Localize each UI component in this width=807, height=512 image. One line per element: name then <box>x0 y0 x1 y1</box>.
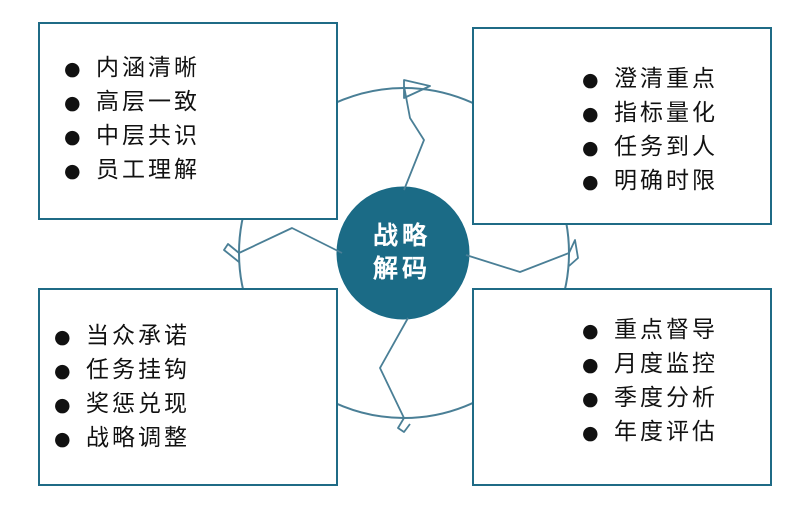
list-item: 高层一致 <box>64 86 200 120</box>
center-label: 战略 解码 <box>338 219 466 285</box>
arrow-top <box>403 79 431 191</box>
bullet-list: 澄清重点 指标量化 任务到人 明确时限 <box>582 63 718 199</box>
bullet-list: 重点督导 月度监控 季度分析 年度评估 <box>582 314 718 450</box>
list-item: 月度监控 <box>582 348 718 382</box>
list-item: 当众承诺 <box>54 320 190 354</box>
list-item: 季度分析 <box>582 382 718 416</box>
arrow-bottom <box>379 317 411 433</box>
box-strategy-consensus: 内涵清晰 高层一致 中层共识 员工理解 <box>38 22 338 220</box>
bullet-list: 内涵清晰 高层一致 中层共识 员工理解 <box>64 52 200 188</box>
hub-circle <box>336 186 470 320</box>
list-item: 重点督导 <box>582 314 718 348</box>
list-item: 中层共识 <box>64 120 200 154</box>
list-item: 指标量化 <box>582 97 718 131</box>
list-item: 员工理解 <box>64 154 200 188</box>
list-item: 战略调整 <box>54 422 190 456</box>
list-item: 澄清重点 <box>582 63 718 97</box>
list-item: 任务挂钩 <box>54 354 190 388</box>
list-item: 明确时限 <box>582 165 718 199</box>
list-item: 内涵清晰 <box>64 52 200 86</box>
arrow-right <box>465 239 579 273</box>
box-assessment-adjustment: 当众承诺 任务挂钩 奖惩兑现 战略调整 <box>38 288 338 486</box>
list-item: 年度评估 <box>582 416 718 450</box>
list-item: 任务到人 <box>582 131 718 165</box>
box-operation-monitoring: 重点督导 月度监控 季度分析 年度评估 <box>472 288 772 486</box>
center-label-line1: 战略 <box>372 221 431 250</box>
center-label-line2: 解码 <box>372 254 431 283</box>
bullet-list: 当众承诺 任务挂钩 奖惩兑现 战略调整 <box>54 320 190 456</box>
arrow-left <box>223 227 343 263</box>
box-task-decomposition: 澄清重点 指标量化 任务到人 明确时限 <box>472 27 772 225</box>
list-item: 奖惩兑现 <box>54 388 190 422</box>
